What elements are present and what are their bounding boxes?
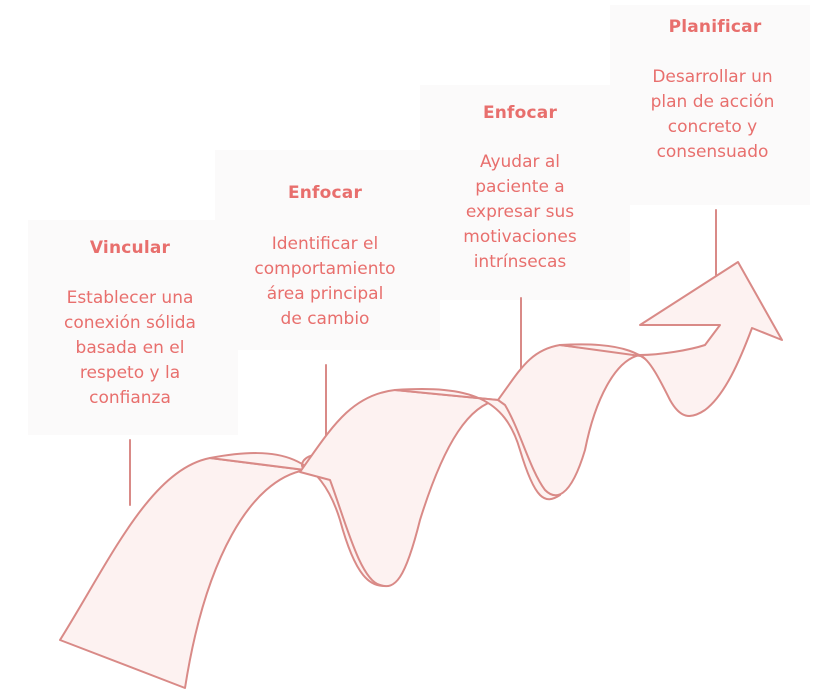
step-desc-1: Establecer una conexión sólida basada en… xyxy=(30,286,230,411)
step-desc-2-line: área principal xyxy=(266,284,384,304)
step-desc-1-line: respeto y la xyxy=(79,363,181,383)
step-panel-2 xyxy=(215,150,440,350)
step-desc-1-line: conexión sólida xyxy=(64,313,196,333)
step-desc-4-line: concreto y xyxy=(667,117,758,137)
step-desc-3: Ayudar al paciente a expresar sus motiva… xyxy=(420,150,620,275)
step-desc-4-line: plan de acción xyxy=(650,92,775,112)
step-desc-2-line: de cambio xyxy=(280,309,370,329)
step-desc-1-line: Establecer una xyxy=(66,288,194,308)
step-desc-1-line: confianza xyxy=(89,388,171,408)
step-desc-3-line: intrínsecas xyxy=(473,252,567,272)
step-desc-3-line: paciente a xyxy=(475,177,565,197)
step-desc-3-line: Ayudar al xyxy=(479,152,561,172)
step-desc-2-line: comportamiento xyxy=(254,259,396,279)
step-panel-3 xyxy=(420,85,630,300)
step-panel-1 xyxy=(28,220,238,435)
step-title-1: Vincular xyxy=(89,238,171,258)
step-desc-4-line: Desarrollar un xyxy=(652,67,773,87)
ribbon-path xyxy=(59,261,783,689)
step-desc-2: Identificar el comportamiento área princ… xyxy=(220,232,430,332)
step-title-2: Enfocar xyxy=(287,183,363,203)
step-desc-4: Desarrollar un plan de acción concreto y… xyxy=(615,65,810,165)
step-title-4: Planificar xyxy=(668,17,762,37)
step-desc-3-line: expresar sus xyxy=(465,202,575,222)
step-desc-1-line: basada en el xyxy=(75,338,185,358)
step-panel-4 xyxy=(610,5,810,205)
step-desc-2-line: Identificar el xyxy=(271,234,379,254)
step-desc-3-line: motivaciones xyxy=(463,227,577,247)
step-title-3: Enfocar xyxy=(482,103,558,123)
step-desc-4-line: consensuado xyxy=(656,142,769,162)
